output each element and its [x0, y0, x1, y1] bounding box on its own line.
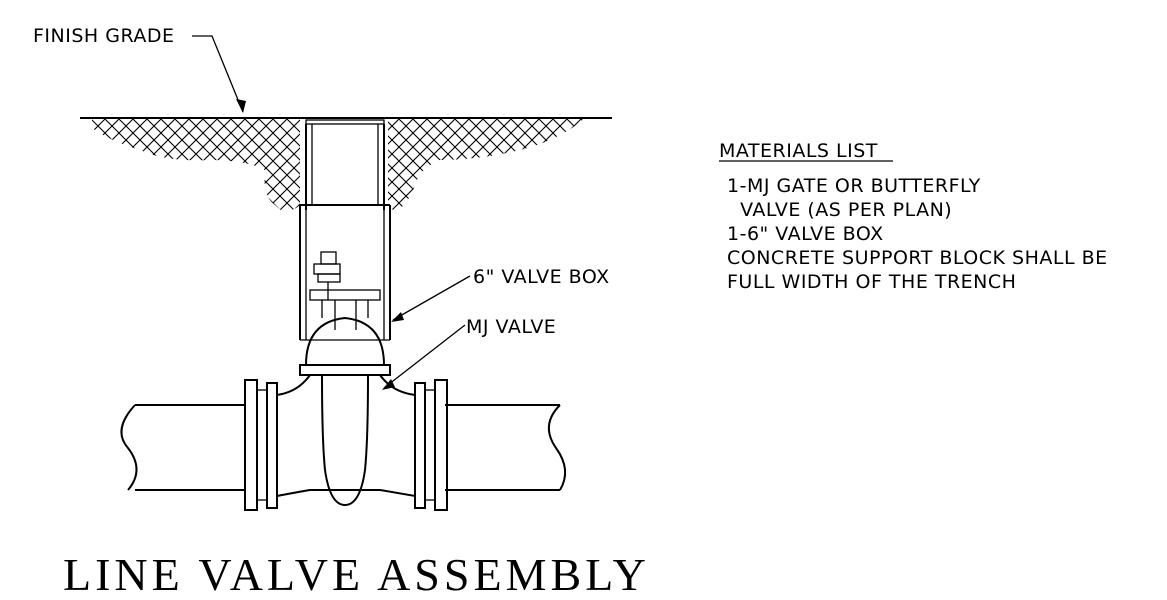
valve-operator: [309, 251, 381, 330]
materials-heading: MATERIALS LIST: [719, 140, 878, 162]
materials-list: MATERIALS LIST 1-MJ GATE OR BUTTERFLY VA…: [719, 140, 1108, 293]
materials-line-2: VALVE (AS PER PLAN): [727, 199, 952, 221]
finish-grade-leader: [192, 35, 244, 113]
pipe: [120, 404, 567, 491]
materials-line-4: CONCRETE SUPPORT BLOCK SHALL BE: [727, 247, 1108, 269]
materials-line-1: 1-MJ GATE OR BUTTERFLY: [727, 175, 981, 197]
valve-box-leader: [392, 275, 471, 321]
valve-box: [299, 119, 391, 341]
soil-hatch: [92, 118, 585, 212]
valve-body: [276, 374, 416, 507]
valve-box-label: 6" VALVE BOX: [473, 266, 610, 288]
materials-line-5: FULL WIDTH OF THE TRENCH: [727, 271, 1016, 293]
mj-valve-label: MJ VALVE: [466, 316, 556, 338]
drawing-title: LINE VALVE ASSEMBLY: [63, 549, 650, 600]
finish-grade-label: FINISH GRADE: [33, 25, 175, 47]
valve-bonnet: [299, 316, 391, 376]
materials-line-3: 1-6" VALVE BOX: [727, 223, 884, 245]
mj-valve-leader: [383, 324, 466, 389]
